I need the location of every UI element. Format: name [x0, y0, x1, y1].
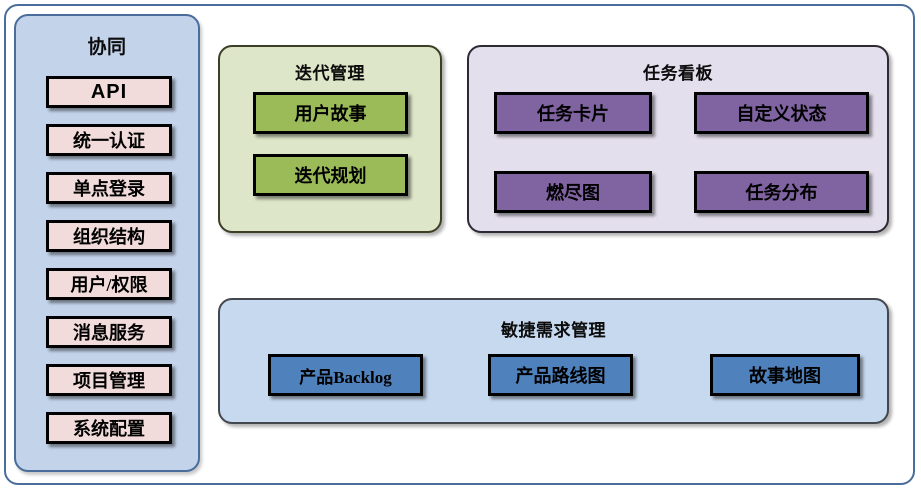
group-agile-requirement-management-title: 敏捷需求管理 [501, 321, 606, 340]
node-custom-status[interactable]: 自定义状态 [694, 92, 869, 134]
node-system-config[interactable]: 系统配置 [46, 412, 172, 444]
group-iteration-management[interactable]: 迭代管理 用户故事 迭代规划 [218, 45, 442, 233]
group-iteration-management-title: 迭代管理 [295, 64, 365, 83]
group-collaboration[interactable]: 协同 API 统一认证 单点登录 组织结构 用户/权限 消息服务 项目管理 系统… [14, 14, 200, 472]
node-user-story[interactable]: 用户故事 [253, 92, 408, 134]
node-project-management[interactable]: 项目管理 [46, 364, 172, 396]
node-user-permission[interactable]: 用户/权限 [46, 268, 172, 300]
group-task-board[interactable]: 任务看板 任务卡片 自定义状态 燃尽图 任务分布 [467, 45, 889, 233]
group-task-board-title: 任务看板 [643, 64, 713, 83]
node-iteration-planning[interactable]: 迭代规划 [253, 154, 408, 196]
group-agile-requirement-management[interactable]: 敏捷需求管理 产品Backlog 产品路线图 故事地图 [218, 298, 889, 424]
node-story-map[interactable]: 故事地图 [710, 354, 860, 396]
node-api[interactable]: API [46, 76, 172, 108]
node-message-service[interactable]: 消息服务 [46, 316, 172, 348]
node-burndown-chart[interactable]: 燃尽图 [494, 171, 652, 213]
node-product-roadmap[interactable]: 产品路线图 [488, 354, 633, 396]
node-single-sign-on[interactable]: 单点登录 [46, 172, 172, 204]
node-task-distribution[interactable]: 任务分布 [694, 171, 869, 213]
group-collaboration-title: 协同 [87, 37, 127, 58]
node-product-backlog[interactable]: 产品Backlog [268, 354, 423, 396]
node-unified-auth[interactable]: 统一认证 [46, 124, 172, 156]
node-task-card[interactable]: 任务卡片 [494, 92, 652, 134]
node-org-structure[interactable]: 组织结构 [46, 220, 172, 252]
